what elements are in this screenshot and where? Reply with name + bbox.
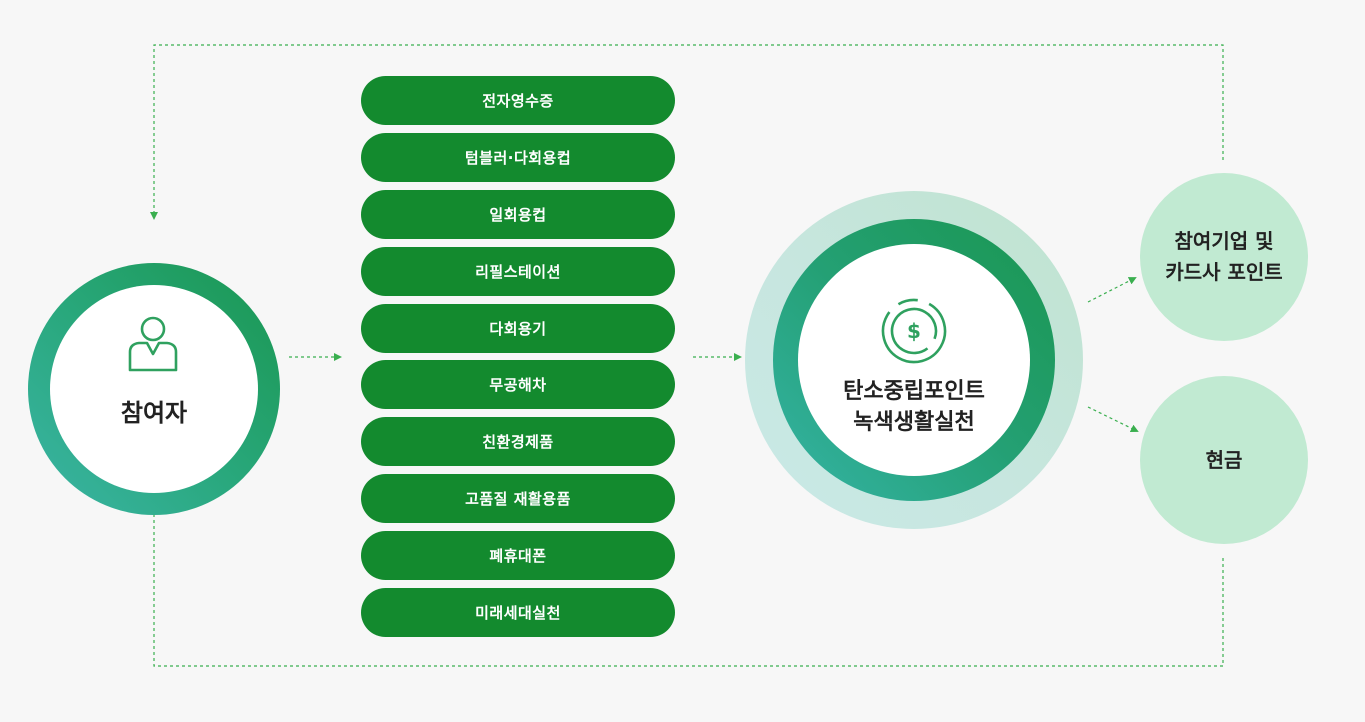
loop-bottom-connector (150, 498, 1224, 667)
program-item: 미래세대실천 (361, 588, 675, 638)
points-label-line1: 탄소중립포인트 (843, 379, 985, 404)
points-label-line2: 녹색생활실천 (853, 410, 975, 435)
points-to-reward-points-arrow (1087, 277, 1137, 303)
program-item: 무공해차 (361, 360, 675, 410)
reward-points-line1: 참여기업 및 (1174, 229, 1274, 253)
participant-inner: 참여자 (50, 285, 258, 493)
program-item: 일회용컵 (361, 189, 675, 239)
points-inner: $ 탄소중립포인트 녹색생활실천 (798, 244, 1030, 476)
reward-points-node: 참여기업 및 카드사 포인트 (1140, 173, 1308, 341)
program-item: 친환경제품 (361, 417, 675, 467)
program-item: 리필스테이션 (361, 246, 675, 296)
points-ring: $ 탄소중립포인트 녹색생활실천 (773, 219, 1055, 501)
svg-text:$: $ (907, 319, 921, 343)
reward-cash-node: 현금 (1140, 376, 1308, 544)
program-item: 전자영수증 (361, 76, 675, 125)
points-label: 탄소중립포인트 녹색생활실천 (798, 376, 1030, 438)
points-node: $ 탄소중립포인트 녹색생활실천 (745, 191, 1083, 529)
program-item: 폐휴대폰 (361, 531, 675, 581)
program-item: 텀블러·다회용컵 (361, 132, 675, 182)
program-list: 전자영수증 텀블러·다회용컵 일회용컵 리필스테이션 다회용기 무공해차 친환경… (361, 76, 675, 645)
loop-top-connector (150, 44, 1224, 220)
dollar-coin-icon: $ (881, 298, 947, 364)
reward-cash-label: 현금 (1205, 447, 1243, 472)
participant-label: 참여자 (120, 399, 188, 427)
program-item: 다회용기 (361, 303, 675, 353)
participant-node: 참여자 (28, 263, 280, 515)
person-icon (128, 316, 178, 372)
reward-points-line2: 카드사 포인트 (1165, 260, 1283, 284)
points-to-cash-arrow (1087, 406, 1139, 432)
program-item: 고품질 재활용품 (361, 474, 675, 524)
